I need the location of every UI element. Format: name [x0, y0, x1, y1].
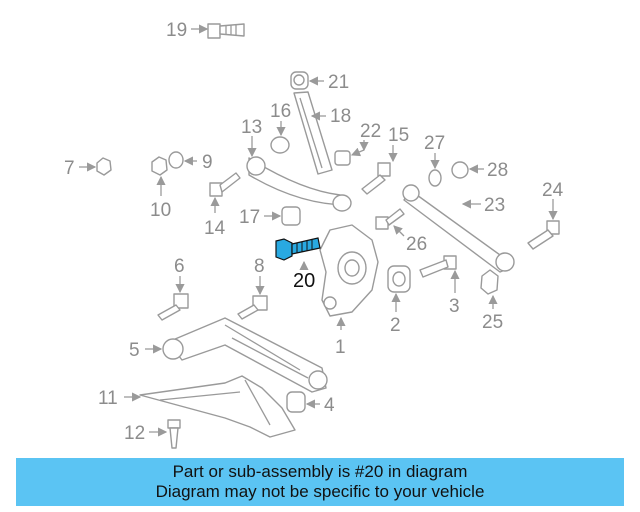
part-12-clip[interactable] [167, 419, 181, 449]
callout-8: 8 [254, 256, 265, 277]
part-8-bolt[interactable] [237, 295, 268, 320]
callout-4: 4 [324, 395, 335, 416]
banner-line-1: Part or sub-assembly is #20 in diagram [172, 462, 468, 481]
callout-14: 14 [204, 218, 226, 239]
part-16-bushing[interactable] [270, 136, 290, 154]
parts-diagram: 19 21 18 16 13 22 15 7 9 10 14 17 27 28 … [64, 20, 564, 449]
callout-27: 27 [424, 133, 445, 154]
callout-19: 19 [166, 20, 187, 41]
part-2-bushing[interactable] [387, 265, 411, 293]
part-20-bolt-highlighted[interactable] [275, 237, 321, 261]
part-23-lower-link[interactable] [402, 184, 515, 273]
part-17-bushing[interactable] [281, 206, 301, 226]
callout-25: 25 [482, 312, 503, 333]
part-21-bushing[interactable] [290, 71, 309, 90]
callout-20: 20 [293, 270, 315, 292]
callout-10: 10 [150, 200, 171, 221]
callout-17: 17 [239, 207, 260, 228]
part-5-lower-arm[interactable] [162, 317, 328, 393]
part-3-bolt[interactable] [419, 255, 457, 278]
callout-26: 26 [406, 234, 427, 255]
callout-28: 28 [487, 160, 508, 181]
callout-23: 23 [484, 195, 505, 216]
callout-24: 24 [542, 180, 564, 201]
part-26-bolt[interactable] [375, 208, 405, 230]
part-7-nut[interactable] [96, 157, 112, 176]
callout-labels: 19 21 18 16 13 22 15 7 9 10 14 17 27 28 … [64, 20, 564, 444]
callout-11: 11 [98, 388, 118, 409]
callout-18: 18 [330, 106, 351, 127]
leader-lines [79, 24, 558, 437]
part-15-bolt[interactable] [361, 162, 391, 195]
banner-line-2: Diagram may not be specific to your vehi… [155, 482, 485, 501]
part-10-nut[interactable] [151, 156, 168, 176]
part-13-upper-arm[interactable] [246, 156, 352, 212]
callout-1: 1 [335, 337, 346, 358]
callout-21: 21 [328, 72, 349, 93]
callout-2: 2 [390, 315, 401, 336]
part-6-bolt[interactable] [157, 293, 189, 321]
callout-7: 7 [64, 158, 75, 179]
callout-12: 12 [124, 423, 145, 444]
part-22-nut[interactable] [334, 150, 351, 166]
callout-9: 9 [202, 152, 213, 173]
part-18-toe-link[interactable] [293, 91, 333, 175]
part-24-bolt[interactable] [527, 220, 560, 250]
callout-15: 15 [388, 125, 409, 146]
part-19-bolt[interactable] [207, 23, 245, 39]
callout-13: 13 [241, 117, 262, 138]
part-4-bushing[interactable] [286, 391, 306, 413]
part-25-bushing[interactable] [480, 269, 499, 295]
part-1-knuckle[interactable] [319, 224, 379, 317]
part-14-bolt[interactable] [209, 172, 241, 197]
part-27-ring[interactable] [428, 169, 442, 187]
callout-3: 3 [449, 296, 460, 317]
part-28-nut[interactable] [451, 161, 469, 179]
part-9-ring[interactable] [168, 151, 184, 169]
callout-16: 16 [270, 101, 291, 122]
callout-5: 5 [129, 340, 140, 361]
callout-6: 6 [174, 256, 185, 277]
part-11-shield[interactable] [139, 375, 296, 438]
info-banner: Part or sub-assembly is #20 in diagram D… [16, 458, 624, 506]
callout-22: 22 [360, 121, 381, 142]
